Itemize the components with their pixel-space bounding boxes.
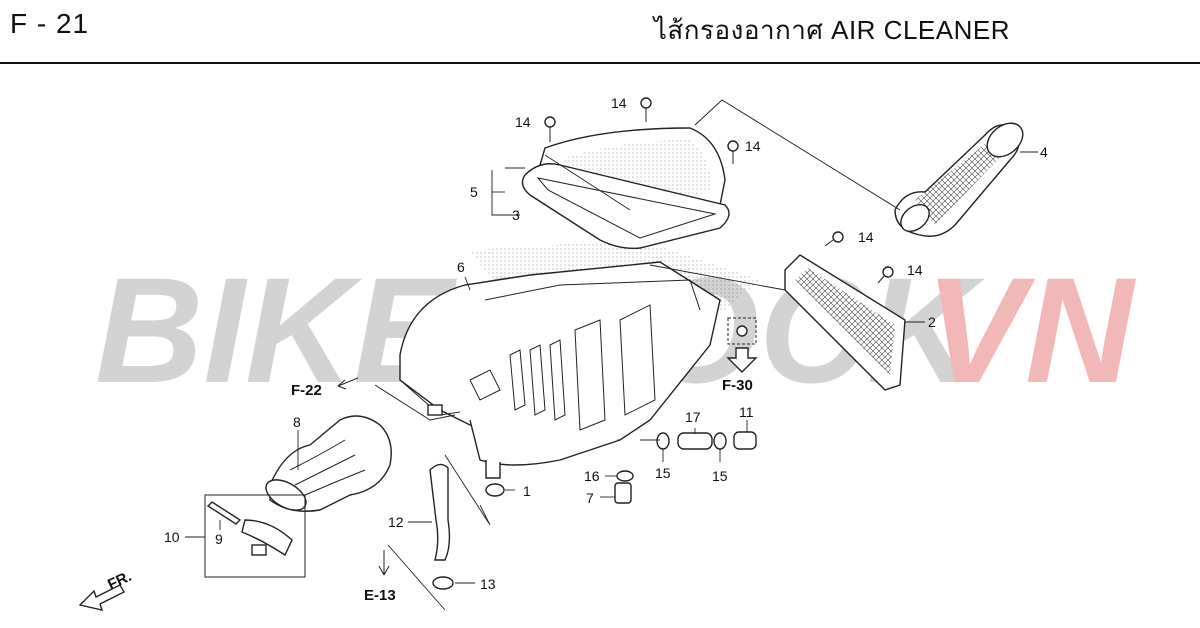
part-12-drain-tube bbox=[429, 463, 451, 561]
part-3-gasket bbox=[521, 163, 730, 250]
callout-12: 12 bbox=[388, 514, 404, 530]
callout-7: 7 bbox=[586, 490, 594, 506]
part-4-duct bbox=[894, 122, 1024, 237]
part-6-case bbox=[399, 261, 721, 479]
callout-10: 10 bbox=[164, 529, 180, 545]
callout-8: 8 bbox=[293, 414, 301, 430]
page-code: F - 21 bbox=[10, 8, 90, 39]
callout-14-filter-top: 14 bbox=[858, 229, 874, 245]
callout-15-right: 15 bbox=[712, 468, 728, 484]
page-title: ไส้กรองอากาศ AIR CLEANER bbox=[653, 15, 1010, 45]
f-30-reference-mark bbox=[726, 317, 758, 373]
callout-14-filter-right: 14 bbox=[907, 262, 923, 278]
callout-17: 17 bbox=[685, 409, 701, 425]
part-10-clamp-assembly bbox=[204, 494, 306, 578]
part-15-clamp-right bbox=[713, 432, 727, 450]
part-1-clip bbox=[485, 483, 505, 497]
callout-13: 13 bbox=[480, 576, 496, 592]
watermark-text-red: VN bbox=[925, 246, 1136, 414]
part-11-plug bbox=[733, 431, 757, 450]
leader-lines bbox=[185, 99, 1038, 611]
callout-3: 3 bbox=[512, 207, 520, 223]
part-16-oring bbox=[616, 470, 634, 482]
part-7-cap bbox=[614, 482, 632, 504]
callout-11: 11 bbox=[739, 404, 754, 420]
callout-5: 5 bbox=[470, 184, 478, 200]
ref-f-30: F-30 bbox=[722, 377, 753, 394]
callout-2: 2 bbox=[928, 314, 936, 330]
part-17-hose bbox=[677, 432, 713, 450]
ref-e-13: E-13 bbox=[364, 587, 396, 604]
callout-16: 16 bbox=[584, 468, 600, 484]
front-arrow bbox=[78, 584, 125, 611]
callout-15-left: 15 bbox=[655, 465, 671, 481]
callout-labels: 14 14 14 4 5 3 6 14 14 2 F-22 F-30 17 11… bbox=[105, 95, 1048, 604]
callout-1: 1 bbox=[523, 483, 531, 499]
callout-14-right: 14 bbox=[745, 138, 761, 154]
e-13-arrow bbox=[378, 550, 390, 576]
f-22-arrow bbox=[337, 377, 359, 390]
callout-14-left: 14 bbox=[515, 114, 531, 130]
callout-14-top: 14 bbox=[611, 95, 627, 111]
part-8-connecting-tube bbox=[265, 415, 392, 512]
callout-9: 9 bbox=[215, 531, 223, 547]
front-label: FR. bbox=[105, 568, 134, 594]
ref-f-22: F-22 bbox=[291, 382, 322, 399]
part-15-clamp-left bbox=[656, 432, 670, 450]
part-13-clip bbox=[432, 576, 454, 590]
callout-6: 6 bbox=[457, 259, 465, 275]
part-14-screws bbox=[544, 97, 894, 284]
page-header: F - 21 ไส้กรองอากาศ AIR CLEANER bbox=[0, 0, 1200, 64]
part-2-filter bbox=[784, 254, 906, 391]
callout-4: 4 bbox=[1040, 144, 1048, 160]
